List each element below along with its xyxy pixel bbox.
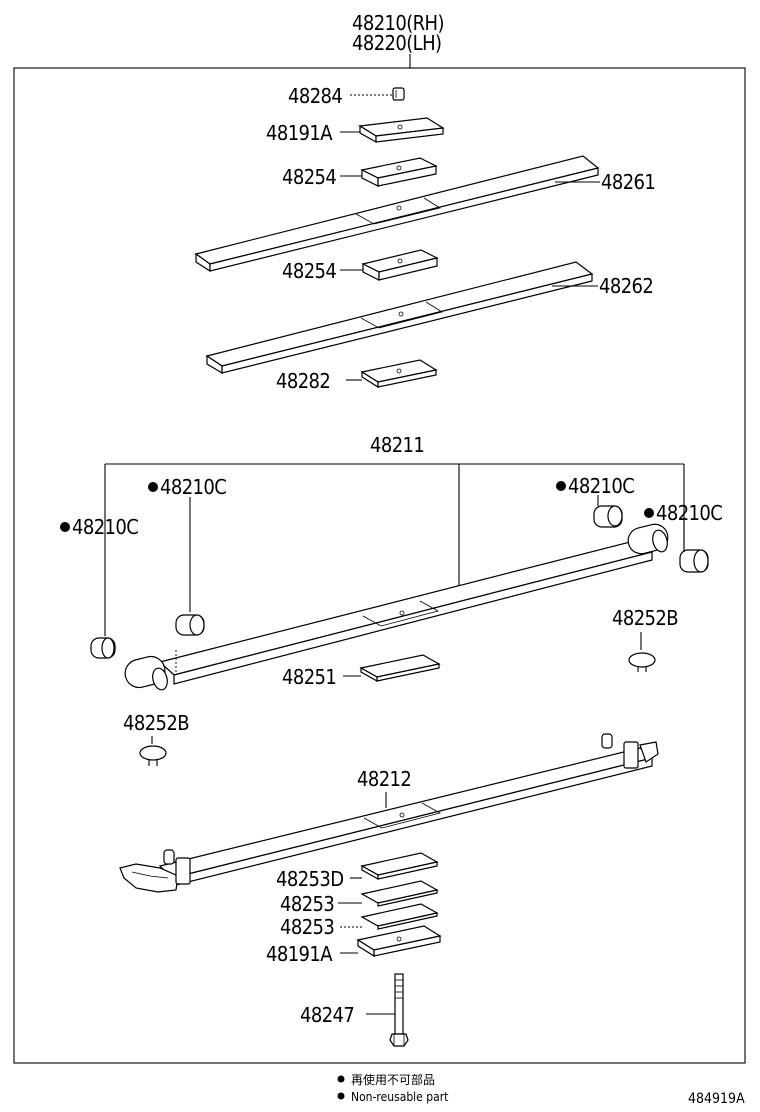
label-48254-mid: 48254 bbox=[282, 259, 336, 283]
legend-line-2: Non-reusable part bbox=[351, 1090, 448, 1104]
part-48210c-bushing-right-inner bbox=[593, 505, 623, 528]
label-48253-b: 48253 bbox=[280, 915, 334, 939]
label-48254-top: 48254 bbox=[282, 165, 336, 189]
label-48261: 48261 bbox=[601, 170, 655, 194]
part-48191a-top-plate bbox=[358, 117, 445, 144]
part-48254-mid-spacer bbox=[361, 249, 439, 281]
label-48210c-right-inner: 48210C bbox=[568, 474, 634, 498]
part-48262-spring-leaf bbox=[205, 261, 594, 375]
part-48254-top-spacer bbox=[360, 157, 438, 187]
part-48211-main-leaf bbox=[124, 523, 669, 691]
part-48251-plate bbox=[359, 654, 441, 683]
part-48252b-clip-left bbox=[139, 745, 167, 766]
label-48284: 48284 bbox=[288, 84, 342, 108]
label-48247: 48247 bbox=[300, 1003, 354, 1027]
label-48252b-left: 48252B bbox=[123, 711, 189, 735]
non-reusable-mark-right-outer bbox=[644, 508, 654, 518]
legend-bullet-2 bbox=[337, 1092, 345, 1100]
legend-bullet-1 bbox=[337, 1075, 345, 1083]
label-48211: 48211 bbox=[370, 433, 424, 457]
part-48247-center-bolt bbox=[389, 973, 409, 1047]
assembly-label-lh: 48220(LH) bbox=[352, 31, 441, 55]
part-48282-plate bbox=[360, 359, 438, 389]
part-48253-shim-a bbox=[360, 880, 439, 907]
label-48251: 48251 bbox=[282, 665, 336, 689]
part-48252b-clip-right bbox=[628, 652, 656, 672]
part-48210c-bushing-right-outer bbox=[679, 549, 709, 573]
non-reusable-mark-right-inner bbox=[556, 481, 566, 491]
part-48210c-bushing-left-outer bbox=[90, 637, 116, 659]
label-48191a-top: 48191A bbox=[266, 121, 333, 145]
part-48210c-bushing-left-inner bbox=[175, 614, 205, 636]
part-48212-overload-leaf bbox=[119, 733, 659, 893]
label-48282: 48282 bbox=[276, 369, 330, 393]
diagram-code: 484919A bbox=[688, 1091, 745, 1107]
label-48253-a: 48253 bbox=[280, 892, 334, 916]
assembly-label-rh: 48210(RH) bbox=[352, 11, 444, 35]
part-48284-nut bbox=[392, 87, 405, 101]
label-48210c-left-outer: 48210C bbox=[72, 515, 138, 539]
label-48252b-right: 48252B bbox=[612, 606, 678, 630]
legend-line-1: 再使用不可部品 bbox=[351, 1072, 435, 1087]
non-reusable-mark-left-inner bbox=[148, 482, 158, 492]
label-48212: 48212 bbox=[357, 767, 411, 791]
part-48253-shim-b bbox=[360, 903, 439, 930]
part-48261-spring-leaf bbox=[194, 155, 600, 273]
non-reusable-mark-left-outer bbox=[60, 522, 70, 532]
label-48262: 48262 bbox=[599, 274, 653, 298]
label-48210c-right-outer: 48210C bbox=[656, 501, 722, 525]
part-48191a-bottom-plate bbox=[356, 925, 442, 958]
label-48210c-left-inner: 48210C bbox=[160, 475, 226, 499]
label-48191a-bottom: 48191A bbox=[266, 942, 333, 966]
assembly-frame bbox=[13, 67, 746, 1064]
part-48253d-shim bbox=[360, 852, 439, 881]
label-48253d: 48253D bbox=[276, 867, 343, 891]
